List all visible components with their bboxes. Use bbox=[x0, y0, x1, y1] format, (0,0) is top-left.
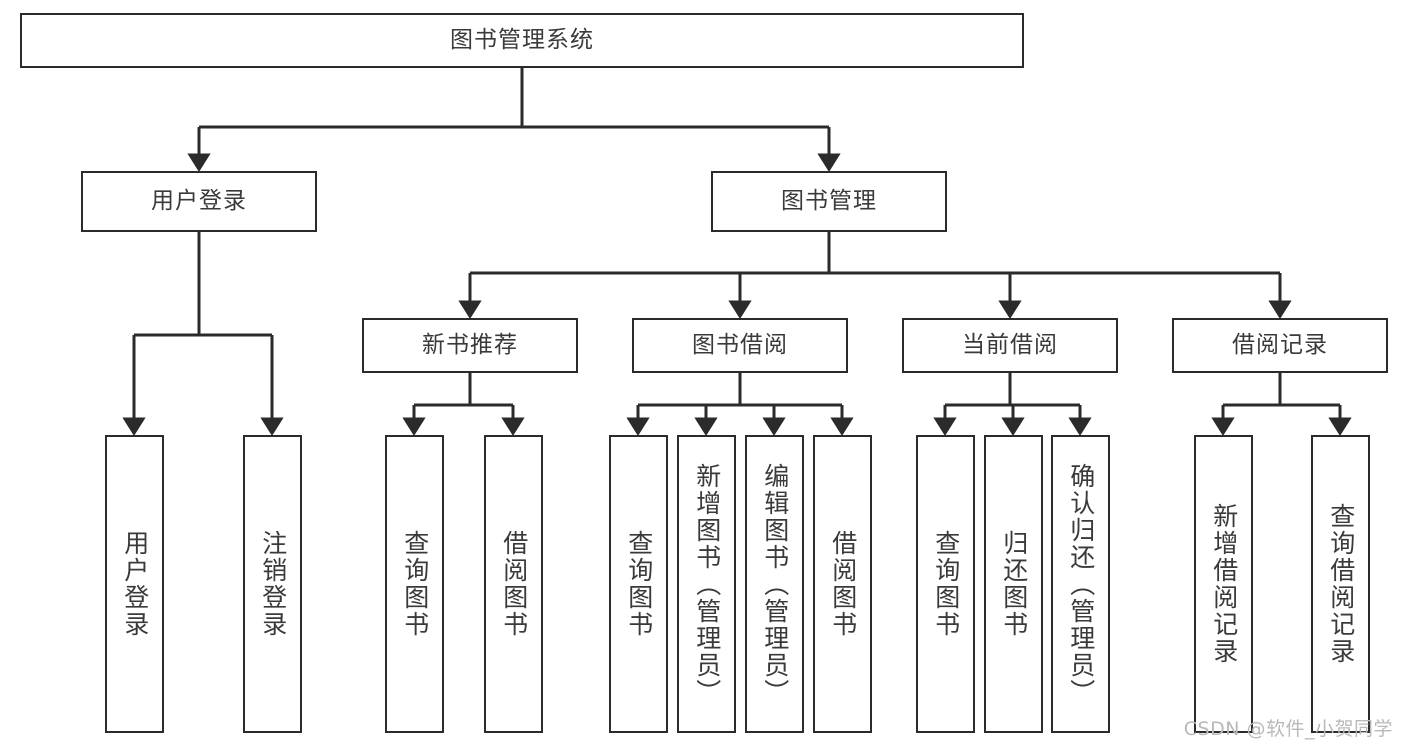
node-label: 归还图书 bbox=[999, 530, 1029, 638]
node-leaf-return-book[interactable]: 归还图书 bbox=[984, 435, 1043, 733]
node-leaf-user-logout[interactable]: 注销登录 bbox=[243, 435, 302, 733]
node-label: 新增图书（管理员） bbox=[692, 462, 722, 706]
node-new-book-recommend[interactable]: 新书推荐 bbox=[362, 318, 578, 373]
node-label: 查询借阅记录 bbox=[1326, 503, 1356, 665]
node-label: 新书推荐 bbox=[422, 331, 518, 358]
node-book-manage[interactable]: 图书管理 bbox=[711, 171, 947, 232]
node-user-login[interactable]: 用户登录 bbox=[81, 171, 317, 232]
node-label: 图书借阅 bbox=[692, 331, 788, 358]
node-root-system[interactable]: 图书管理系统 bbox=[20, 13, 1024, 68]
node-label: 图书管理系统 bbox=[450, 26, 594, 53]
watermark-text: CSDN @软件_小贺同学 bbox=[1183, 718, 1393, 740]
node-label: 借阅图书 bbox=[828, 530, 858, 638]
node-leaf-query-book-2[interactable]: 查询图书 bbox=[609, 435, 668, 733]
node-leaf-query-borrow-record[interactable]: 查询借阅记录 bbox=[1311, 435, 1370, 733]
node-leaf-borrow-book-1[interactable]: 借阅图书 bbox=[484, 435, 543, 733]
node-leaf-edit-book-admin[interactable]: 编辑图书（管理员） bbox=[745, 435, 804, 733]
node-current-borrow[interactable]: 当前借阅 bbox=[902, 318, 1118, 373]
node-label: 查询图书 bbox=[400, 530, 430, 638]
node-leaf-query-book-3[interactable]: 查询图书 bbox=[916, 435, 975, 733]
node-label: 用户登录 bbox=[120, 530, 150, 638]
node-leaf-user-login[interactable]: 用户登录 bbox=[105, 435, 164, 733]
node-label: 用户登录 bbox=[151, 187, 247, 214]
node-label: 借阅记录 bbox=[1232, 331, 1328, 358]
node-label: 查询图书 bbox=[624, 530, 654, 638]
node-borrow-record[interactable]: 借阅记录 bbox=[1172, 318, 1388, 373]
node-label: 查询图书 bbox=[931, 530, 961, 638]
node-label: 借阅图书 bbox=[499, 530, 529, 638]
node-leaf-confirm-return-admin[interactable]: 确认归还（管理员） bbox=[1051, 435, 1110, 733]
node-label: 注销登录 bbox=[258, 530, 288, 638]
node-label: 确认归还（管理员） bbox=[1066, 462, 1096, 706]
node-book-borrow[interactable]: 图书借阅 bbox=[632, 318, 848, 373]
node-label: 当前借阅 bbox=[962, 331, 1058, 358]
node-leaf-add-borrow-record[interactable]: 新增借阅记录 bbox=[1194, 435, 1253, 733]
node-leaf-query-book-1[interactable]: 查询图书 bbox=[385, 435, 444, 733]
node-label: 图书管理 bbox=[781, 187, 877, 214]
node-leaf-add-book-admin[interactable]: 新增图书（管理员） bbox=[677, 435, 736, 733]
node-leaf-borrow-book-2[interactable]: 借阅图书 bbox=[813, 435, 872, 733]
node-label: 编辑图书（管理员） bbox=[760, 462, 790, 706]
node-label: 新增借阅记录 bbox=[1209, 503, 1239, 665]
